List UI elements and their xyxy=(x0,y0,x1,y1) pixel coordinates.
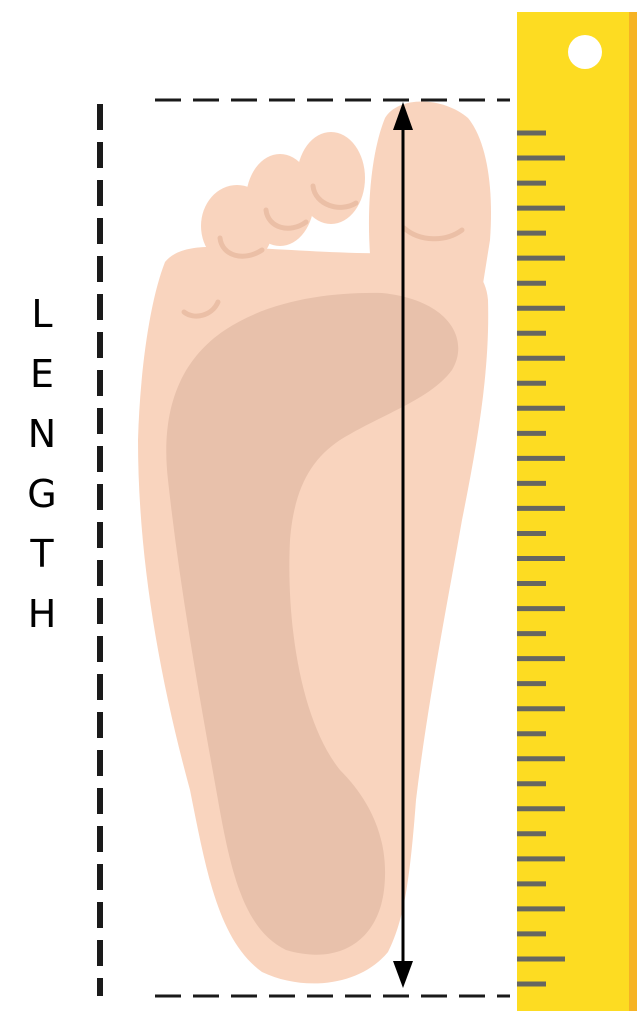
length-letter-h: H xyxy=(24,594,60,634)
length-letter-t: T xyxy=(24,534,60,574)
length-letter-l: L xyxy=(24,294,60,334)
foot-sole-icon xyxy=(138,102,491,984)
arrow-head-bottom xyxy=(393,961,413,988)
length-letter-g: G xyxy=(24,474,60,514)
length-letter-e: E xyxy=(24,354,60,394)
ruler-icon xyxy=(517,12,637,1011)
length-letter-n: N xyxy=(24,414,60,454)
ruler-hole xyxy=(568,35,602,69)
